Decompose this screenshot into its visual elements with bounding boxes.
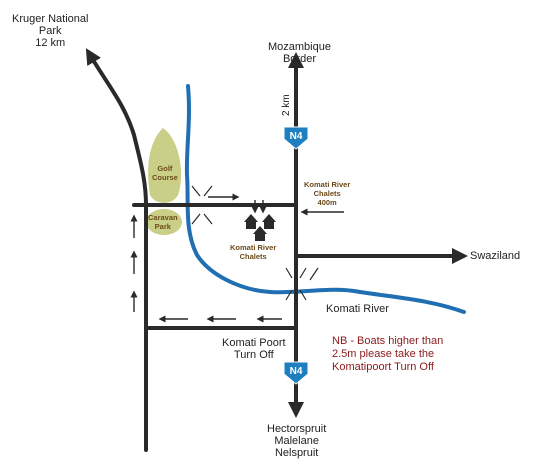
svg-text:N4: N4 [290,366,303,377]
distance-n4-north: 2 km [281,94,292,116]
label-swaziland: Swaziland [470,250,521,262]
caravan-park-area [146,209,182,235]
route-shield-icon: N4 [283,126,309,150]
label-kruger: Kruger National Park 12 km [12,13,89,49]
komati-river [184,84,466,314]
label-caravan-park: Caravan Park [148,213,178,231]
direction-arrows [130,193,344,323]
label-turn-off: Komati Poort Turn Off [222,337,286,361]
svg-text:N4: N4 [290,131,303,142]
label-golf-course: Golf Course [152,164,178,182]
label-chalets: Komati River Chalets [230,243,277,261]
label-mozambique: Mozambique Border [268,41,331,65]
label-south: Hectorspruit Malelane Nelspruit [267,423,327,459]
bridge-icon [191,185,319,301]
label-chalets-sign: Komati River Chalets 400m [304,180,351,207]
label-komati-river: Komati River [326,303,389,315]
route-shield-icon: N4 [283,361,309,385]
roads [85,48,468,452]
golf-course-area [148,128,182,203]
boat-notice: NB - Boats higher than 2.5m please take … [332,335,444,373]
road-kruger [85,48,148,452]
house-icon [244,214,276,241]
